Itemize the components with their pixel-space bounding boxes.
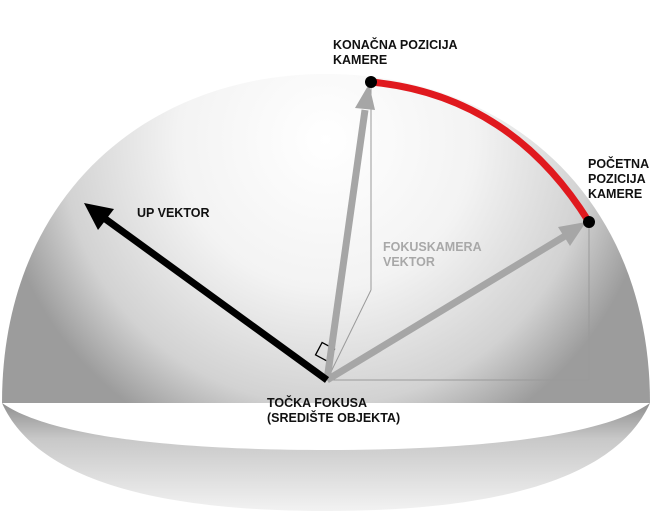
up-vector-arrow <box>84 203 330 383</box>
final-camera-position-label: KONAČNA POZICIJA KAMERE <box>333 38 458 67</box>
up-vector-label: UP VEKTOR <box>137 206 210 220</box>
hemisphere-dome <box>2 74 650 403</box>
hemisphere-base <box>2 403 650 511</box>
final-camera-vector <box>323 84 375 381</box>
construction-lines <box>326 82 590 381</box>
start-camera-position-label: POČETNA POZICIJA KAMERE <box>588 157 650 201</box>
camera-orbit-arc <box>367 78 593 226</box>
start-camera-position-dot <box>583 216 595 228</box>
focus-camera-vector-label: FOKUSKAMERA VEKTOR <box>383 240 482 269</box>
focus-point-label: TOČKA FOKUSA (SREDIŠTE OBJEKTA) <box>267 396 401 425</box>
start-camera-vector <box>325 222 586 383</box>
final-camera-position-dot <box>365 76 377 88</box>
